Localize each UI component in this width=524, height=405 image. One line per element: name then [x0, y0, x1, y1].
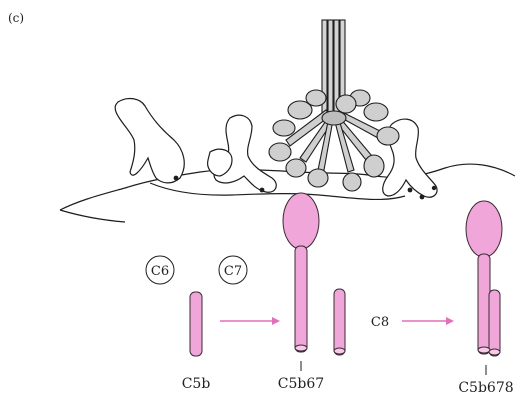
membrane-attack-complex	[269, 20, 399, 191]
arrow-to-c5b67	[220, 317, 280, 325]
c5b67-complex	[283, 193, 345, 355]
c5b67-label: C5b67	[278, 376, 324, 392]
c5b678-complex	[466, 201, 502, 356]
c7-component: C7	[219, 256, 247, 284]
c5b-label: C5b	[182, 376, 211, 392]
arrow-to-c5b678	[402, 317, 454, 325]
c5b67-stem	[295, 246, 307, 352]
c5b678-rod	[489, 290, 500, 356]
c6-component: C6	[146, 256, 174, 284]
c5b67-rod	[334, 289, 345, 355]
complex-hub	[322, 111, 346, 125]
c5b678-head	[466, 201, 502, 257]
c5b67-head	[283, 193, 319, 249]
c8-label: C8	[371, 315, 389, 330]
c5b678-label: C5b678	[458, 380, 513, 396]
panel-label: (c)	[8, 11, 24, 25]
c6-label: C6	[151, 264, 169, 279]
c5b-rod	[190, 292, 202, 356]
c7-label: C7	[224, 264, 242, 279]
c5b678-stem	[478, 254, 490, 354]
